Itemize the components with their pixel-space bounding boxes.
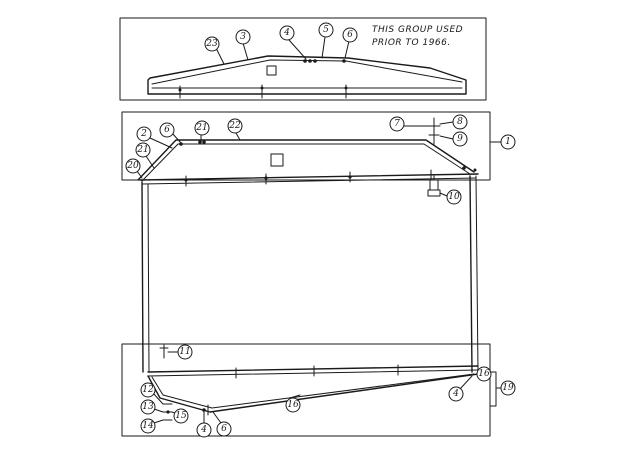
svg-text:10: 10 [448,192,460,202]
note-line-2: PRIOR TO 1966. [372,38,451,48]
bottom-bar-inner [147,369,479,377]
eave-bar [139,173,479,181]
left-post-inner [147,183,150,373]
callout-9: 9 [439,131,468,147]
callout-15: 15 [171,408,189,424]
svg-text:4: 4 [200,425,207,435]
svg-text:11: 11 [179,347,190,357]
left-post [141,181,144,373]
callout-6-left: 6 [159,122,182,144]
callout-7: 7 [389,116,431,132]
svg-text:15: 15 [175,411,187,421]
svg-text:8: 8 [457,117,463,127]
upper-beam-outline [147,55,467,95]
header-frame [121,111,491,181]
callout-21-left: 21 [135,142,155,169]
svg-text:21: 21 [136,145,148,155]
svg-text:6: 6 [347,30,353,40]
callout-16-skid: 16 [285,394,301,413]
main-frame-group: 1 2 6 21 22 21 20 [121,111,516,438]
svg-text:16: 16 [478,369,490,379]
ridge-bracket [427,117,441,197]
ridge-outline [137,139,475,181]
callout-6-bottom: 6 [212,411,232,437]
callout-13: 13 [140,399,164,415]
ridge-inner [141,143,471,182]
note-line-1: THIS GROUP USED [372,25,463,35]
skid-rail-inner [151,373,475,409]
svg-text:14: 14 [142,421,154,431]
ridge-plate [270,153,284,167]
lower-detail-frame [121,343,491,437]
callout-3: 3 [235,29,251,61]
callout-14: 14 [140,418,164,434]
svg-text:3: 3 [240,32,246,42]
right-post [469,175,473,373]
callout-10: 10 [439,189,462,205]
callout-12: 12 [140,382,164,405]
callout-19: 19 [489,371,516,407]
upper-bolt-marks [178,59,348,99]
svg-text:6: 6 [221,424,227,434]
prior-group-frame [119,17,487,101]
svg-text:5: 5 [323,25,329,35]
svg-text:7: 7 [394,119,400,129]
upper-plate [266,65,277,76]
frame-bolt-marks [179,140,477,416]
callout-1: 1 [489,134,516,150]
callout-4-right: 4 [448,375,473,402]
callout-5: 5 [318,22,334,59]
lower-left-hardware [159,344,173,421]
callout-2: 2 [136,126,173,149]
svg-text:13: 13 [142,402,154,412]
svg-text:22: 22 [228,121,241,131]
prior-1966-group: THIS GROUP USED PRIOR TO 1966. 23 [119,17,487,101]
bottom-bar [147,365,479,373]
callout-16-right: 16 [476,366,492,382]
callout-8: 8 [439,114,468,130]
svg-text:2: 2 [140,129,147,139]
callout-4-top: 4 [279,25,307,60]
callout-6-top: 6 [342,27,358,59]
eave-bar-inner [141,177,477,185]
svg-text:4: 4 [452,389,459,399]
upper-beam-inner-line [151,59,463,85]
callout-21-top: 21 [194,120,210,142]
svg-text:20: 20 [126,161,139,171]
svg-text:6: 6 [164,125,170,135]
callout-20: 20 [125,158,143,179]
svg-text:4: 4 [283,28,290,38]
callout-11: 11 [167,344,193,360]
right-post-inner [475,175,479,373]
svg-text:16: 16 [287,400,299,410]
svg-text:21: 21 [195,123,207,133]
svg-text:19: 19 [502,383,514,393]
callout-4-bottom: 4 [196,411,212,438]
callout-22: 22 [227,118,243,141]
svg-text:1: 1 [505,137,511,147]
callout-23: 23 [204,36,225,65]
svg-text:9: 9 [457,134,463,144]
svg-text:23: 23 [205,39,218,49]
svg-text:12: 12 [142,385,154,395]
